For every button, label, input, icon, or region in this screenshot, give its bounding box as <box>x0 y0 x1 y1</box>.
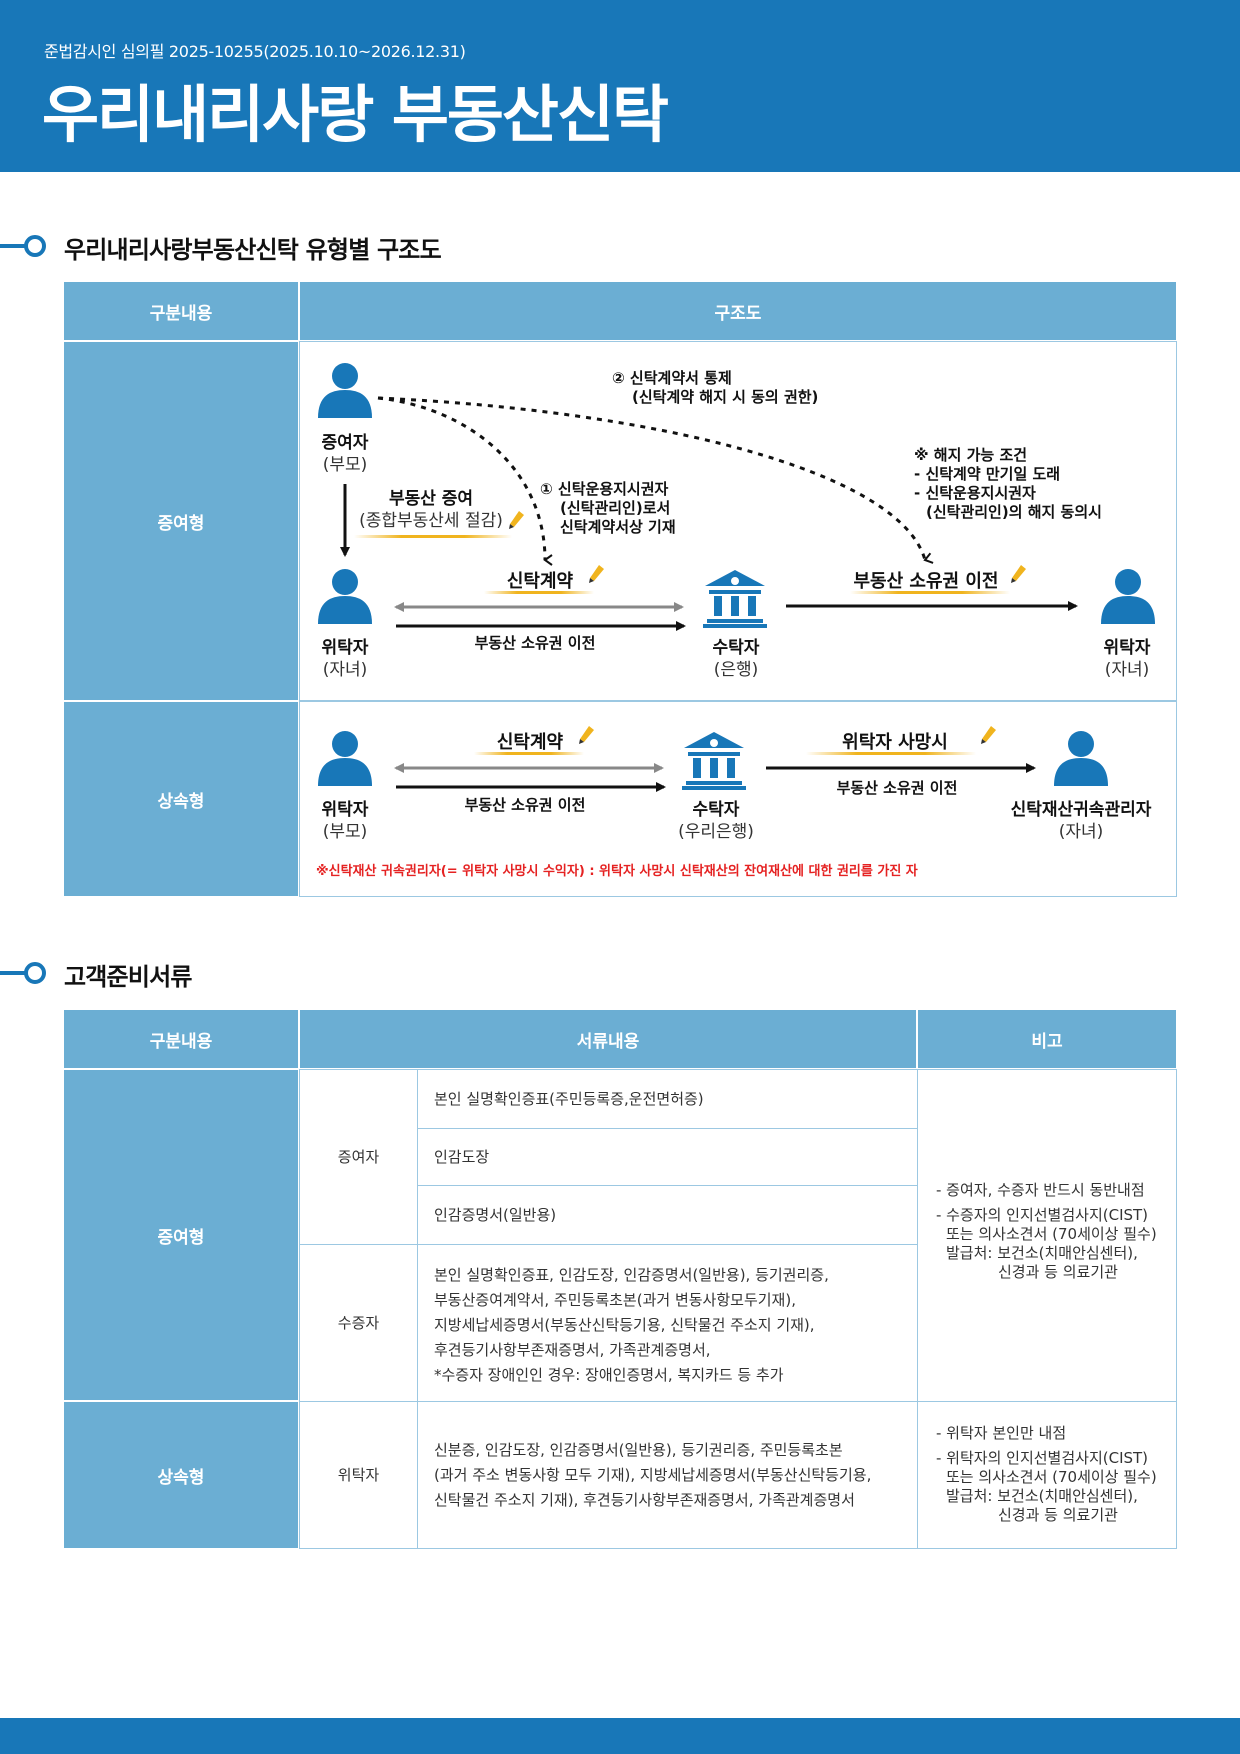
gift-note: - 증여자, 수증자 반드시 동반내점 - 수증자의 인지선별검사지(CIST)… <box>917 1069 1177 1402</box>
section-heading-documents: 고객준비서류 <box>0 953 700 993</box>
person-icon <box>1054 731 1108 786</box>
inherit-contract-label: 신탁계약 <box>496 732 564 753</box>
note-trust-manager: ① 신탁운용지시권자 (신탁관리인)로서 신탁계약서상 기재 <box>540 480 676 536</box>
row-label-gift: 증여형 <box>64 1070 298 1400</box>
person-icon <box>318 731 372 786</box>
gift-label: 부동산 증여(종합부동산세 절감) <box>359 489 503 531</box>
settlor-docs: 신분증, 인감도장, 인감증명서(일반용), 등기권리증, 주민등록초본 (과거… <box>417 1401 918 1549</box>
section-heading-structure: 우리내리사랑부동산신탁 유형별 구조도 <box>0 226 700 266</box>
settlor-cell: 위탁자 <box>299 1401 418 1549</box>
highlight-underline <box>474 752 584 755</box>
col-header-docs: 서류내용 <box>300 1010 916 1068</box>
beneficiary-label: 위탁자(자녀) <box>1103 638 1151 680</box>
trustee-label: 수탁자(은행) <box>712 638 760 680</box>
note-termination-conditions: ※ 해지 가능 조건 - 신탁계약 만기일 도래 - 신탁운용지시권자 (신탁관… <box>914 446 1102 521</box>
heading-bullet-icon <box>24 962 46 984</box>
dotted-curve-2 <box>377 396 934 564</box>
death-label: 위탁자 사망시 <box>842 732 948 753</box>
inherit-transfer-label: 부동산 소유권 이전 <box>464 796 586 814</box>
review-number: 준법감시인 심의필 2025-10255(2025.10.10~2026.12.… <box>44 42 466 61</box>
inherit-footnote: ※신탁재산 귀속권리자(= 위탁자 사망시 수익자) : 위탁자 사망시 신탁재… <box>316 864 918 879</box>
bank-icon <box>682 732 746 790</box>
row-label-gift: 증여형 <box>64 342 298 700</box>
heir-label: 신탁재산귀속관리자(자녀) <box>1010 800 1152 842</box>
highlight-underline <box>484 591 594 594</box>
col-header-note: 비고 <box>918 1010 1176 1068</box>
inherit-settlor-label: 위탁자(부모) <box>321 800 369 842</box>
page-footer <box>0 1718 1240 1754</box>
highlighter-icon <box>509 511 524 529</box>
highlighter-icon <box>579 726 594 744</box>
note-contract-control: ② 신탁계약서 통제 (신탁계약 해지 시 동의 권한) <box>612 369 819 406</box>
donor-cell: 증여자 <box>299 1069 418 1245</box>
transfer-label: 부동산 소유권 이전 <box>474 634 596 652</box>
col-header-category: 구분내용 <box>64 282 298 340</box>
inherit-trustee-label: 수탁자(우리은행) <box>678 800 754 842</box>
col-header-diagram: 구조도 <box>300 282 1176 340</box>
highlighter-icon <box>1011 565 1026 583</box>
inherit-right-transfer-label: 부동산 소유권 이전 <box>836 779 958 797</box>
row-label-inherit: 상속형 <box>64 702 298 896</box>
section-title: 고객준비서류 <box>64 963 192 991</box>
recipient-docs: 본인 실명확인증표, 인감도장, 인감증명서(일반용), 등기권리증, 부동산증… <box>417 1244 918 1402</box>
heading-line <box>0 971 26 975</box>
highlight-underline <box>806 752 976 755</box>
col-header-category: 구분내용 <box>64 1010 298 1068</box>
donor-label: 증여자(부모) <box>321 433 369 475</box>
dotted-curve-1 <box>377 396 553 566</box>
diagram-arrows <box>340 396 1078 792</box>
donor-doc-1: 본인 실명확인증표(주민등록증,운전면허증) <box>417 1069 918 1129</box>
bank-icon <box>703 570 767 628</box>
right-transfer-label: 부동산 소유권 이전 <box>853 571 999 592</box>
page-header: 준법감시인 심의필 2025-10255(2025.10.10~2026.12.… <box>0 0 1240 172</box>
settlor-label: 위탁자(자녀) <box>321 638 369 680</box>
row-label-inherit: 상속형 <box>64 1402 298 1548</box>
person-icon <box>1101 569 1155 624</box>
inherit-note: - 위탁자 본인만 내점 - 위탁자의 인지선별검사지(CIST) 또는 의사소… <box>917 1401 1177 1549</box>
section-title: 우리내리사랑부동산신탁 유형별 구조도 <box>64 236 442 264</box>
donor-doc-3: 인감증명서(일반용) <box>417 1185 918 1245</box>
highlight-underline <box>850 591 1010 594</box>
page-title: 우리내리사랑 부동산신탁 <box>42 78 669 151</box>
person-icon <box>318 569 372 624</box>
highlighter-icon <box>981 726 996 744</box>
contract-label: 신탁계약 <box>506 571 574 592</box>
heading-bullet-icon <box>24 235 46 257</box>
person-icon <box>318 363 372 418</box>
heading-line <box>0 244 26 248</box>
recipient-cell: 수증자 <box>299 1244 418 1402</box>
inherit-diagram-cell <box>299 701 1177 897</box>
highlighter-icon <box>589 565 604 583</box>
highlight-underline <box>354 535 512 538</box>
donor-doc-2: 인감도장 <box>417 1128 918 1186</box>
